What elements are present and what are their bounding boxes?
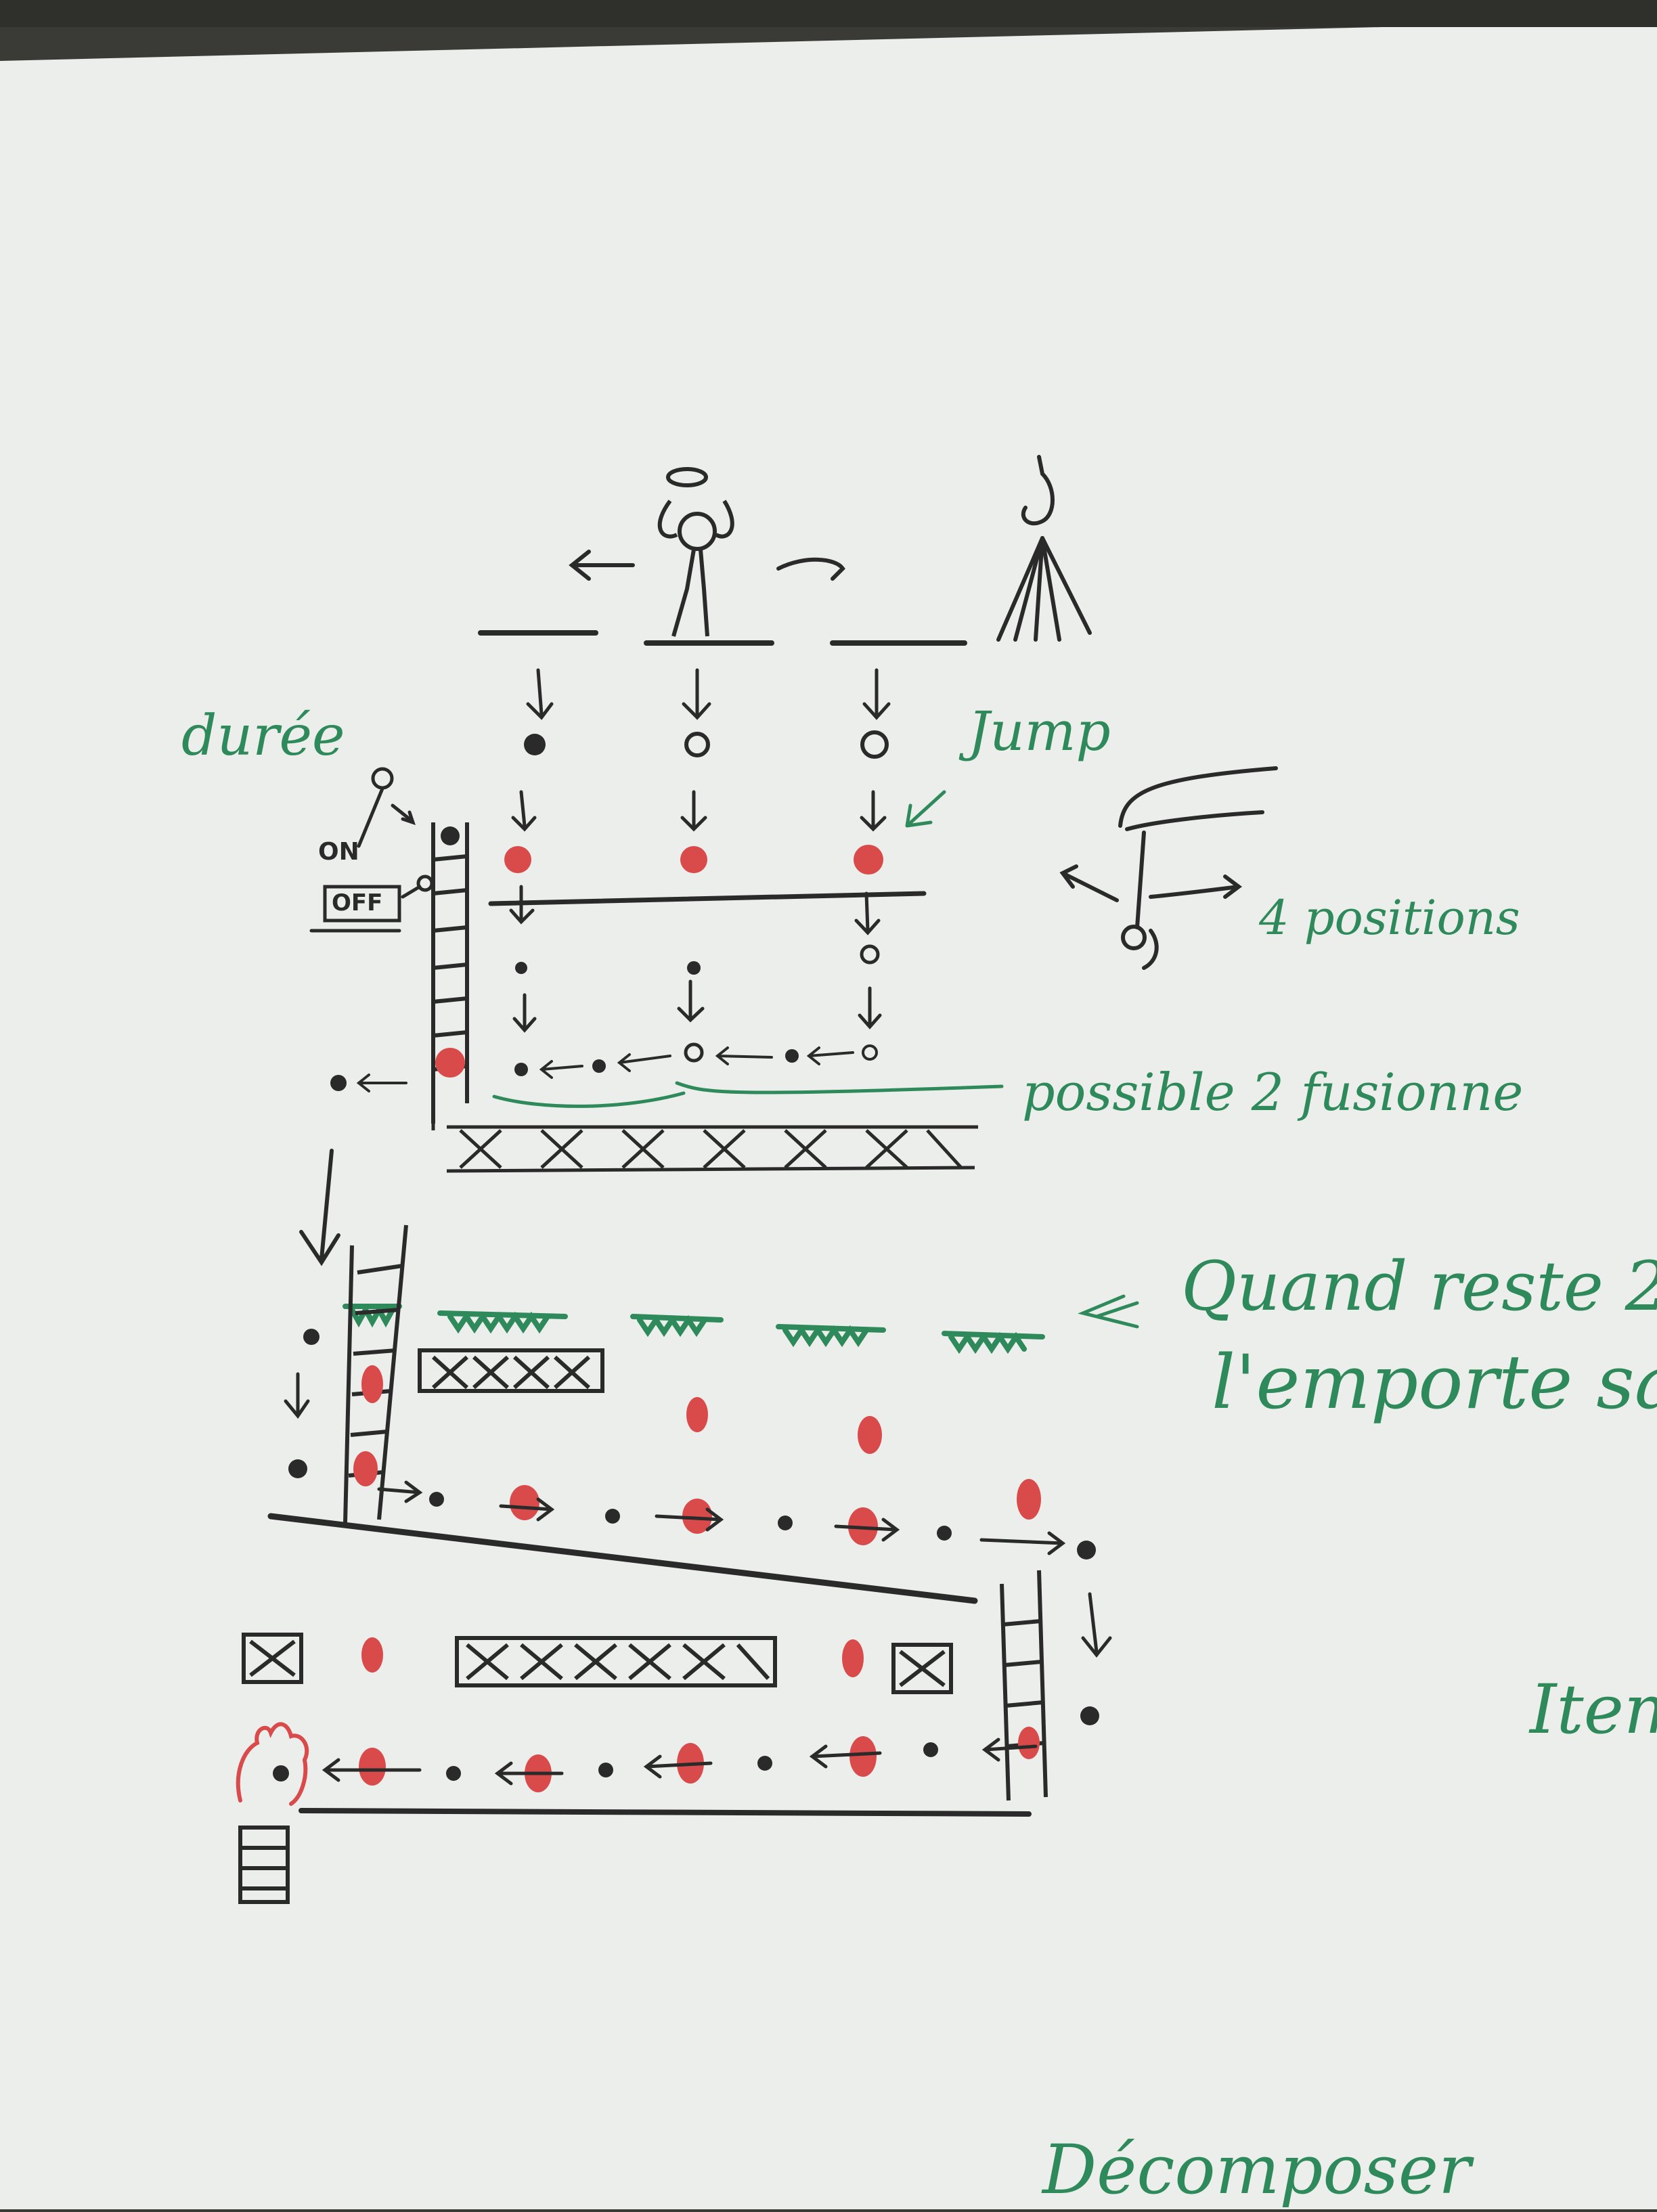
ball [937, 1526, 952, 1541]
note-fusion: possible 2 fusionne [1022, 1062, 1523, 1122]
red-ball [1018, 1727, 1040, 1759]
red-ball [435, 1048, 465, 1078]
note-duree: durée [181, 704, 345, 768]
note-quand-line1: Quand reste 2 [1181, 1247, 1657, 1326]
red-ball [510, 1485, 539, 1520]
red-ball [1017, 1479, 1041, 1520]
ball [524, 734, 546, 755]
ball [687, 961, 701, 975]
ball [1080, 1706, 1099, 1725]
red-ball [361, 1365, 383, 1403]
red-ball [858, 1416, 882, 1454]
ball [446, 1766, 461, 1781]
ball [757, 1756, 772, 1771]
red-ball [680, 846, 707, 873]
ball [598, 1763, 613, 1777]
ball [605, 1509, 620, 1524]
ball [515, 962, 527, 974]
red-ball [686, 1397, 708, 1432]
ball [923, 1742, 938, 1757]
ball [441, 826, 460, 845]
ball [288, 1459, 307, 1478]
red-ball [849, 1736, 877, 1777]
note-jump: Jump [958, 700, 1111, 763]
red-ball [353, 1451, 378, 1486]
ball [1077, 1541, 1096, 1560]
ball [330, 1075, 347, 1091]
note-decomposer: Décomposer [1041, 2130, 1474, 2209]
switch-on-label: ON [318, 838, 359, 866]
switch-off-label: OFF [332, 889, 382, 916]
ball [273, 1765, 289, 1782]
red-ball [504, 846, 531, 873]
ball [592, 1059, 606, 1073]
note-positions: 4 positions [1258, 890, 1520, 946]
bottom-floor [301, 1811, 1029, 1814]
red-ball [361, 1637, 383, 1673]
note-item: Item [1528, 1670, 1657, 1749]
dark-edge [0, 0, 1657, 27]
red-ball [854, 845, 883, 875]
ball [429, 1492, 444, 1507]
red-ball [842, 1639, 864, 1677]
ball [514, 1063, 528, 1076]
ball [785, 1049, 799, 1063]
note-quand-line2: l'emporte sa [1212, 1339, 1657, 1425]
red-ball [359, 1748, 386, 1786]
ball [778, 1516, 793, 1530]
ball [303, 1329, 319, 1345]
